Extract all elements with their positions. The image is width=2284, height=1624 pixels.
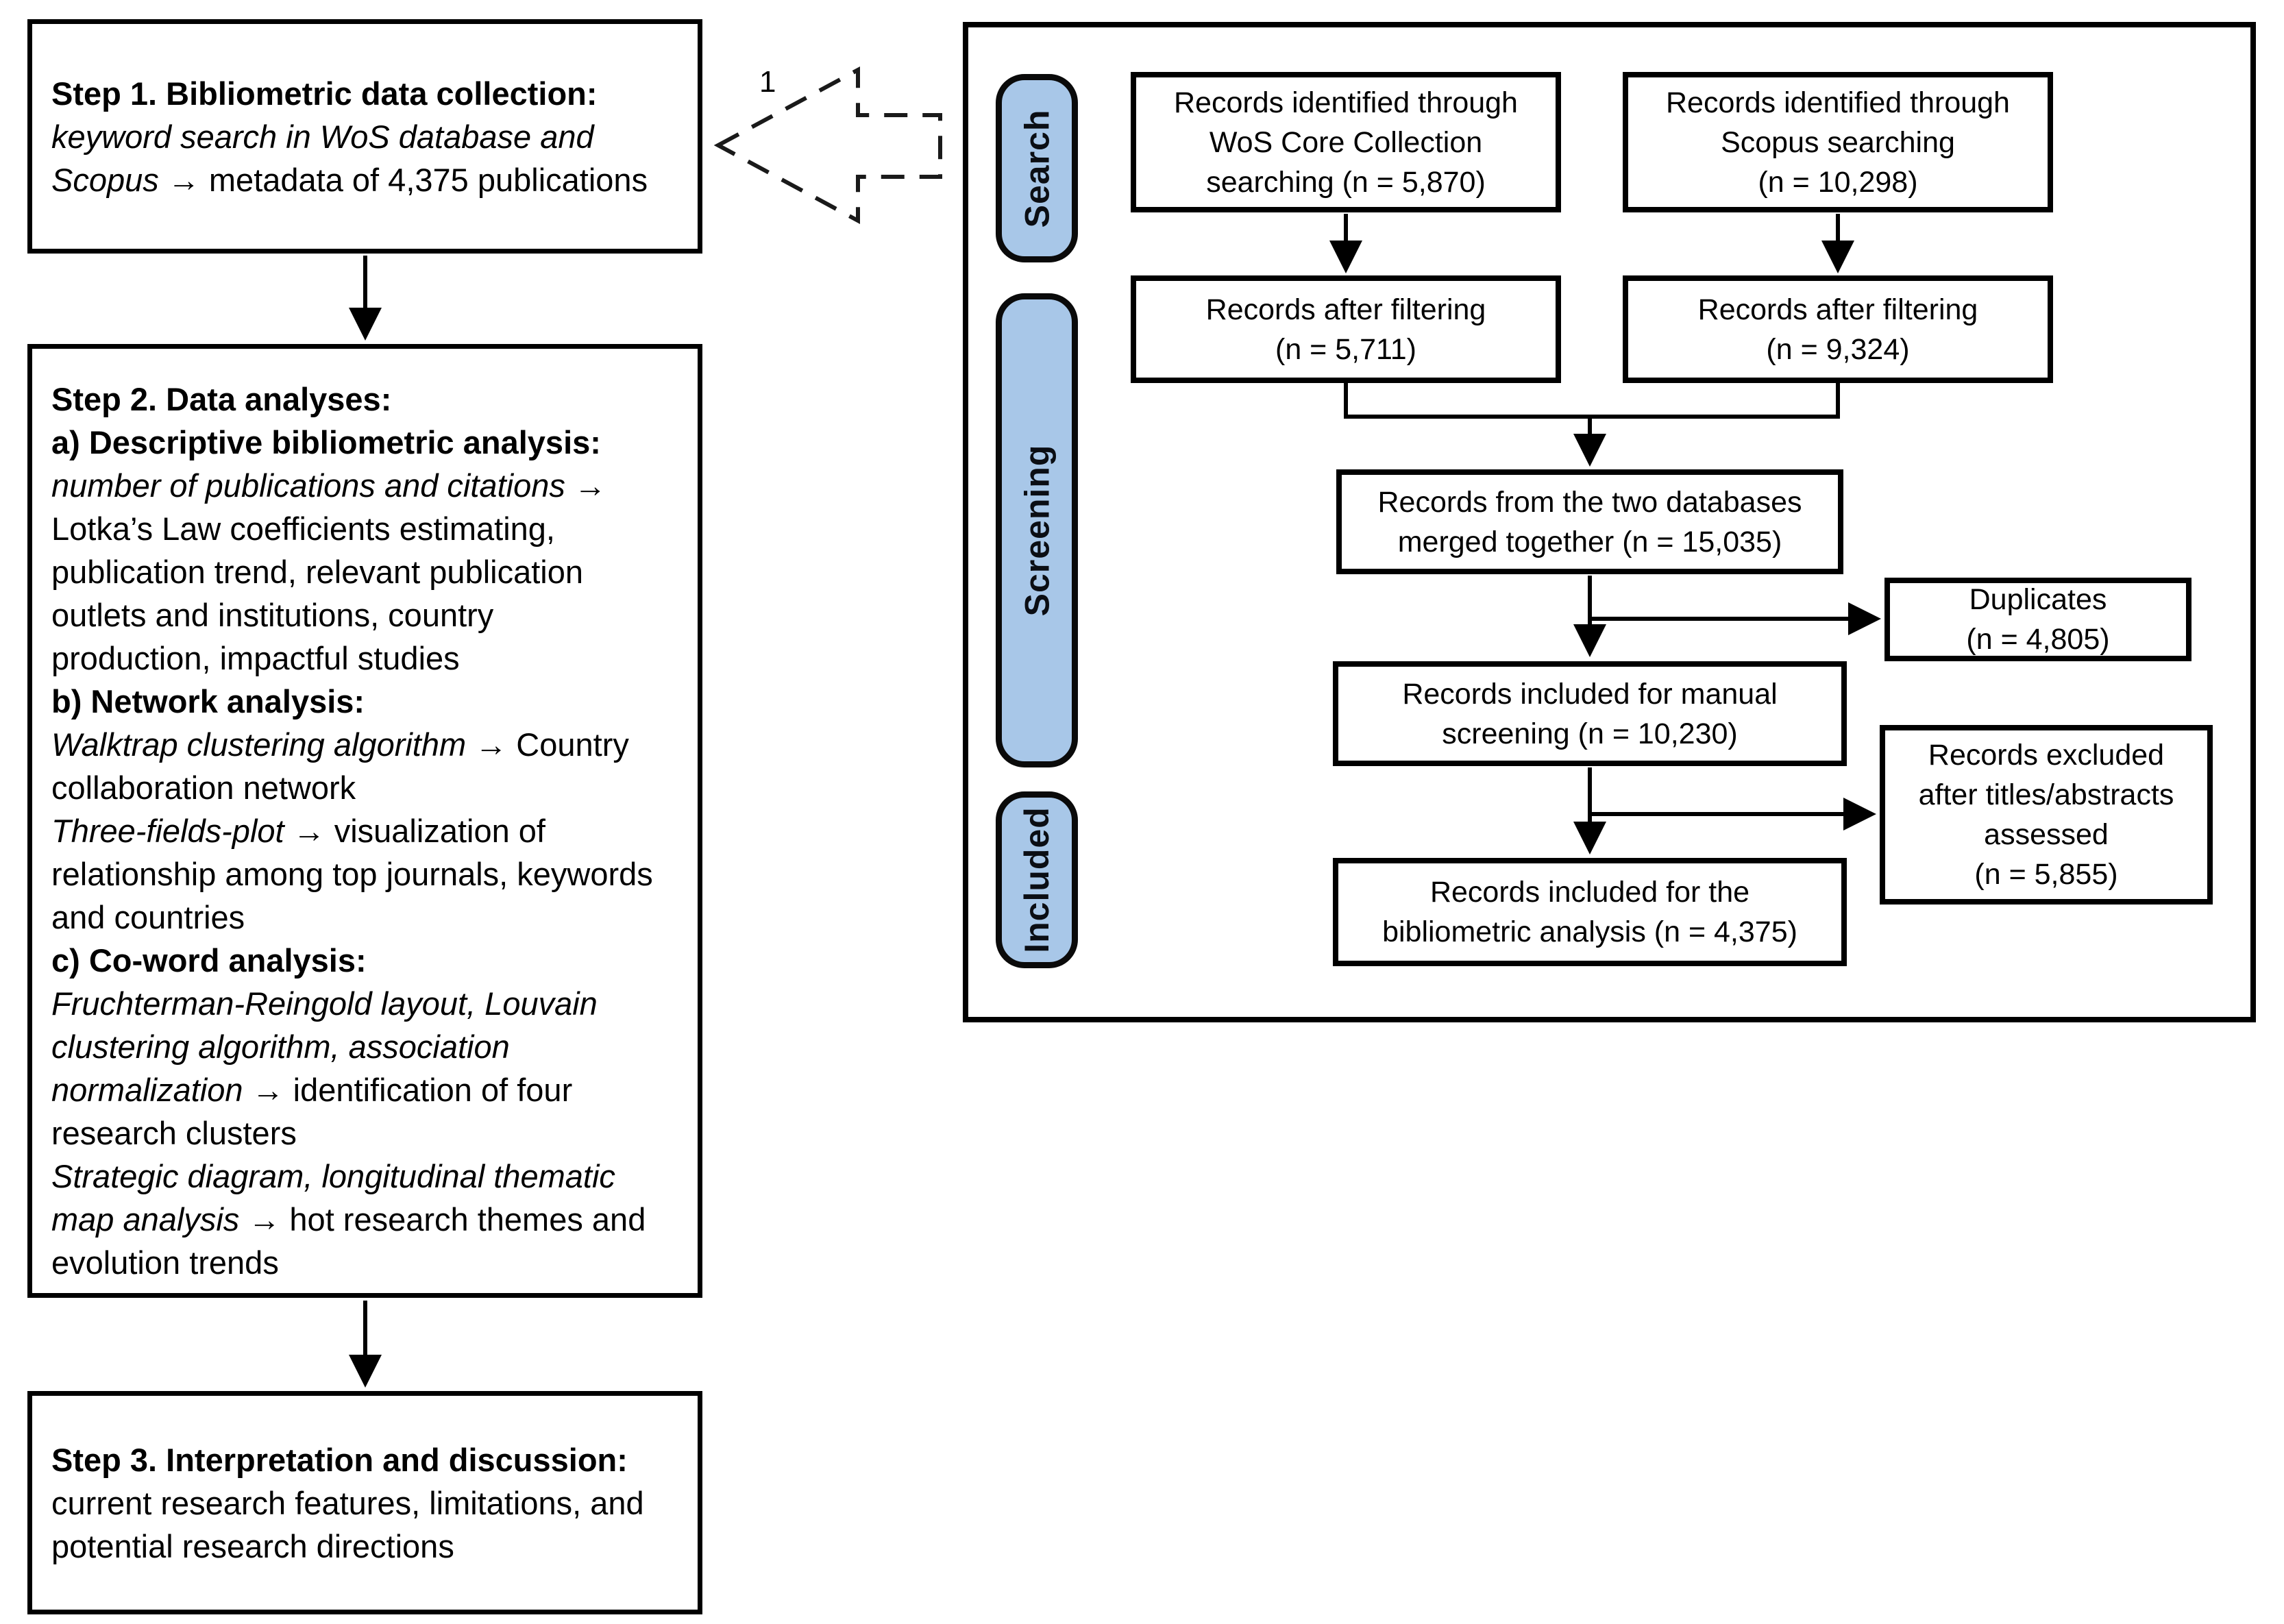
node-text-line: Records included for the (1429, 876, 1750, 909)
node-text-line: after titles/abstracts (1918, 778, 2174, 811)
step-text-line: Walktrap clustering algorithm → Country (51, 726, 629, 763)
node-text-line: Scopus searching (1721, 125, 1955, 159)
step-text-line: production, impactful studies (51, 640, 460, 676)
phase-label-included: Included (996, 791, 1078, 968)
step-text-line: Scopus → metadata of 4,375 publications (51, 161, 648, 198)
node-text-line: screening (n = 10,230) (1442, 717, 1738, 750)
node-text-line: assessed (1984, 818, 2109, 851)
node-manual-screening: Records included for manual screening (n … (1333, 661, 1847, 766)
node-final-included: Records included for the bibliometric ana… (1333, 858, 1847, 966)
step-text-line: and countries (51, 899, 245, 935)
step-text-line: Step 3. Interpretation and discussion: (51, 1441, 628, 1478)
step-text-line: clustering algorithm, association (51, 1029, 510, 1065)
step-text-line: evolution trends (51, 1244, 279, 1281)
node-excluded: Records excluded after titles/abstracts as… (1880, 725, 2213, 905)
step-text-line: research clusters (51, 1115, 297, 1151)
node-text-line: Records included for manual (1402, 677, 1778, 711)
node-text-line: Records excluded (1928, 739, 2165, 772)
node-filtered-scopus: Records after filtering (n = 9,324) (1623, 275, 2053, 383)
step-text-line: a) Descriptive bibliometric analysis: (51, 424, 601, 460)
step-text-line: potential research directions (51, 1527, 454, 1564)
dashed-left-block-arrow (713, 66, 942, 225)
node-text-line: bibliometric analysis (n = 4,375) (1382, 915, 1797, 948)
step-text-line: Step 2. Data analyses: (51, 381, 392, 417)
flowchart-panel (963, 22, 2256, 1022)
node-text-line: (n = 10,298) (1758, 165, 1918, 199)
phase-label-screening: Screening (996, 293, 1078, 767)
node-duplicates: Duplicates (n = 4,805) (1884, 578, 2191, 661)
node-filtered-wos: Records after filtering (n = 5,711) (1131, 275, 1561, 383)
step-text-line: Strategic diagram, longitudinal thematic (51, 1158, 615, 1194)
node-text-line: Records from the two databases (1377, 485, 1802, 519)
step-text-line: normalization → identification of four (51, 1072, 573, 1108)
step-text-line: relationship among top journals, keyword… (51, 856, 653, 892)
step2-box: Step 2. Data analyses: a) Descriptive bib… (27, 344, 702, 1298)
node-text-line: Records after filtering (1205, 293, 1486, 326)
node-text-line: Duplicates (1969, 583, 2107, 616)
step-text-line: number of publications and citations → (51, 467, 606, 504)
step-text-line: Lotka’s Law coefficients estimating, (51, 510, 555, 547)
step-text-line: outlets and institutions, country (51, 597, 494, 633)
node-text-line: Records identified through (1174, 86, 1518, 119)
step3-box: Step 3. Interpretation and discussion: cu… (27, 1391, 702, 1614)
node-text-line: searching (n = 5,870) (1206, 165, 1486, 199)
step-text-line: Step 1. Bibliometric data collection: (51, 75, 598, 112)
node-text-line: (n = 5,855) (1974, 858, 2118, 891)
node-text-line: Records identified through (1666, 86, 2010, 119)
node-text-line: (n = 4,805) (1966, 623, 2110, 656)
node-text-line: merged together (n = 15,035) (1397, 525, 1782, 558)
step-text-line: b) Network analysis: (51, 683, 365, 719)
node-text-line: Records after filtering (1697, 293, 1978, 326)
step-text-line: keyword search in WoS database and (51, 118, 594, 155)
node-text-line: WoS Core Collection (1209, 125, 1483, 159)
phase-label-search: Search (996, 74, 1078, 262)
step-text-line: publication trend, relevant publication (51, 554, 584, 590)
step-text-line: Fruchterman-Reingold layout, Louvain (51, 985, 598, 1022)
step-text-line: Three-fields-plot → visualization of (51, 813, 545, 849)
phase-label-search-text: Search (1018, 109, 1056, 227)
node-merged: Records from the two databases merged tog… (1336, 469, 1843, 574)
step-text-line: map analysis → hot research themes and (51, 1201, 646, 1238)
step1-box: Step 1. Bibliometric data collection: key… (27, 19, 702, 254)
node-text-line: (n = 9,324) (1766, 332, 1910, 366)
node-text-line: (n = 5,711) (1275, 332, 1416, 366)
step-text-line: current research features, limitations, … (51, 1484, 644, 1521)
phase-label-screening-text: Screening (1018, 444, 1056, 617)
dashed-arrow-number-label: 1 (759, 65, 776, 99)
phase-label-included-text: Included (1018, 807, 1057, 953)
step-text-line: collaboration network (51, 770, 356, 806)
step-text-line: c) Co-word analysis: (51, 942, 367, 979)
